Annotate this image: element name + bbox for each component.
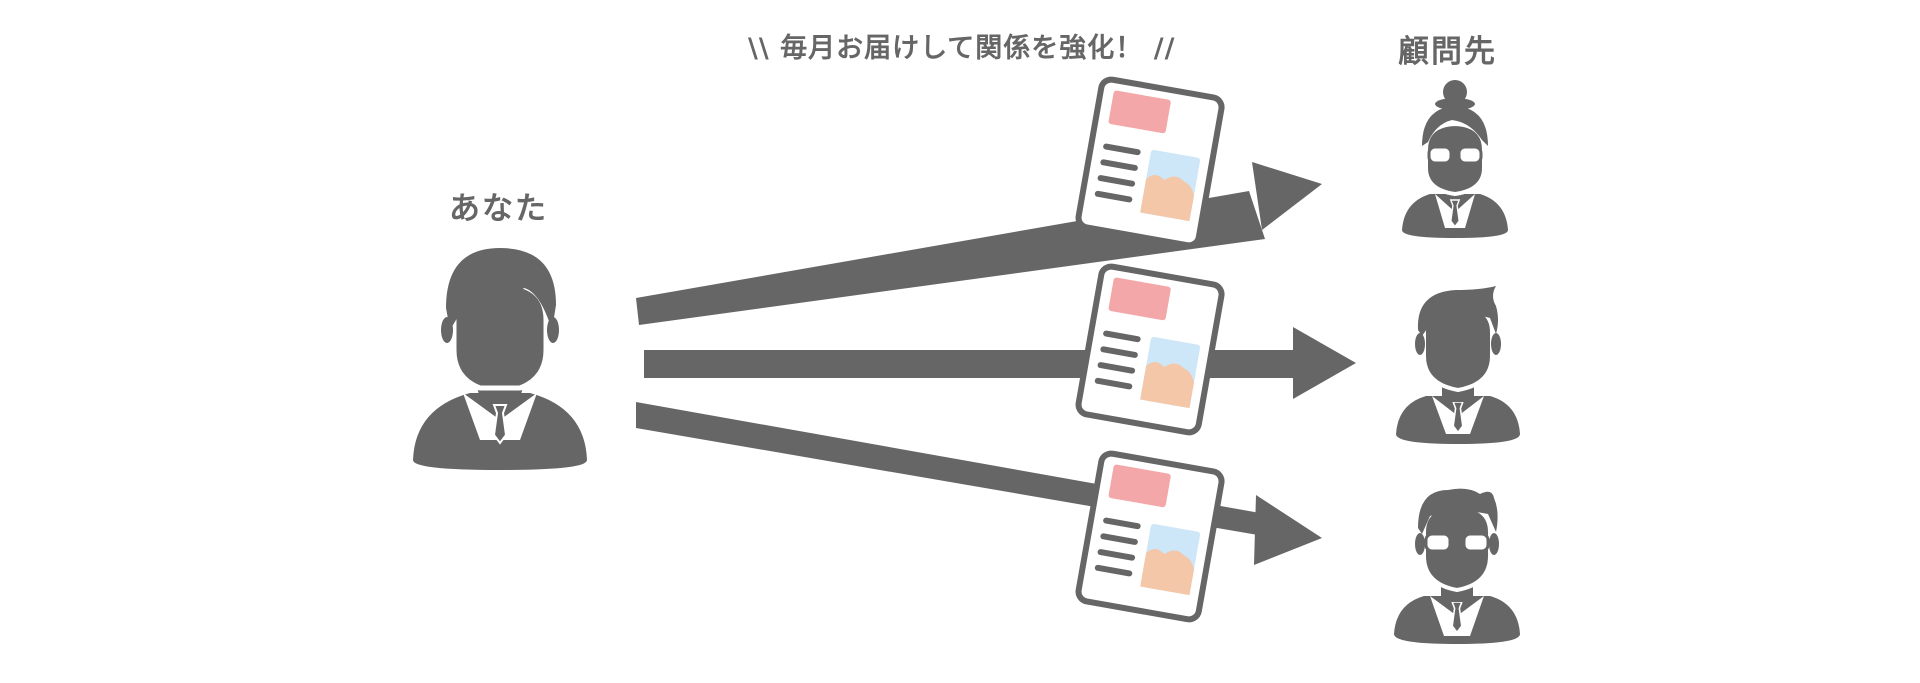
newsletter-document-icon — [1077, 78, 1223, 247]
sender-label: あなた — [449, 191, 548, 227]
arrow-middle — [644, 327, 1356, 399]
businessman-icon — [413, 248, 587, 470]
recipient-label: 顧問先 — [1398, 34, 1497, 70]
newsletter-document-icon — [1077, 265, 1223, 434]
man-with-glasses-and-mustache-icon — [1394, 488, 1520, 644]
man-icon — [1396, 286, 1520, 444]
newsletter-document-icon — [1077, 452, 1223, 621]
tagline: \\ 毎月お届けして関係を強化！ // — [748, 33, 1176, 64]
woman-with-glasses-icon — [1402, 80, 1508, 238]
